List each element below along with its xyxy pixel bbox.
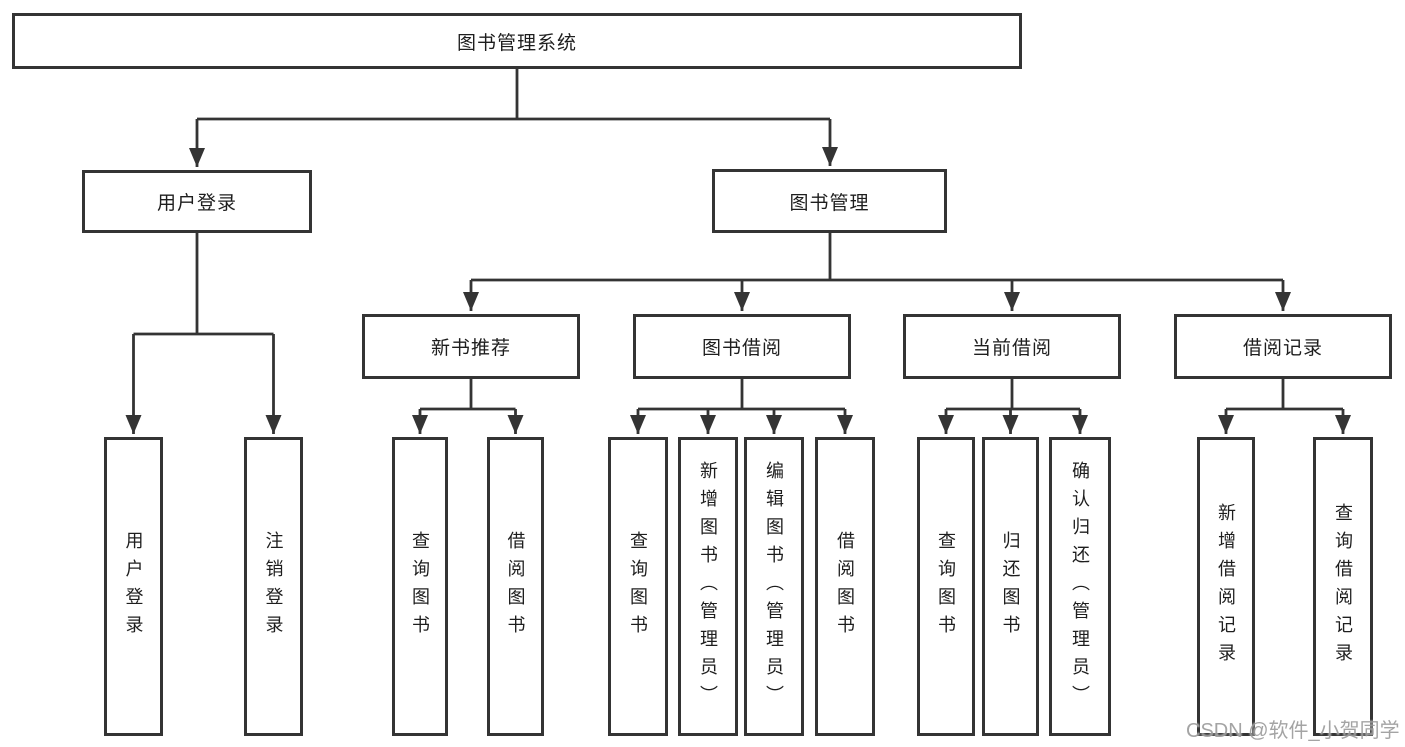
- leaf-query-books-current-label: 查询图书: [936, 530, 956, 643]
- leaf-borrow-books-label: 借阅图书: [835, 530, 855, 643]
- leaf-query-books-borrowing: 查询图书: [608, 437, 668, 736]
- leaf-query-books-current: 查询图书: [917, 437, 975, 736]
- leaf-add-books-admin-label: 新增图书（管理员）: [698, 460, 718, 713]
- leaf-borrow-books: 借阅图书: [815, 437, 875, 736]
- node-book-management: 图书管理: [712, 169, 947, 233]
- node-borrowing-records: 借阅记录: [1174, 314, 1392, 379]
- leaf-query-borrow-record-label: 查询借阅记录: [1333, 502, 1353, 671]
- leaf-user-login: 用户登录: [104, 437, 163, 736]
- leaf-edit-books-admin: 编辑图书（管理员）: [744, 437, 804, 736]
- node-user-login: 用户登录: [82, 170, 312, 233]
- csdn-watermark: CSDN @软件_小贺同学: [1186, 720, 1400, 742]
- leaf-query-books-borrowing-label: 查询图书: [628, 530, 648, 643]
- leaf-query-books-recommend: 查询图书: [392, 437, 448, 736]
- leaf-borrow-books-recommend-label: 借阅图书: [505, 530, 526, 643]
- node-current-borrowing: 当前借阅: [903, 314, 1121, 379]
- leaf-borrow-books-recommend: 借阅图书: [487, 437, 544, 736]
- leaf-return-books-label: 归还图书: [1000, 530, 1021, 643]
- leaf-logout-login-label: 注销登录: [263, 530, 284, 643]
- node-book-borrowing: 图书借阅: [633, 314, 851, 379]
- leaf-add-borrow-record-label: 新增借阅记录: [1216, 502, 1236, 671]
- leaf-return-books: 归还图书: [982, 437, 1039, 736]
- leaf-user-login-label: 用户登录: [123, 530, 144, 643]
- leaf-add-books-admin: 新增图书（管理员）: [678, 437, 738, 736]
- leaf-query-books-recommend-label: 查询图书: [410, 530, 430, 643]
- node-new-book-recommendation: 新书推荐: [362, 314, 580, 379]
- leaf-query-borrow-record: 查询借阅记录: [1313, 437, 1373, 736]
- leaf-logout-login: 注销登录: [244, 437, 303, 736]
- leaf-edit-books-admin-label: 编辑图书（管理员）: [764, 460, 784, 713]
- node-library-management-system: 图书管理系统: [12, 13, 1022, 69]
- leaf-confirm-return-admin: 确认归还（管理员）: [1049, 437, 1111, 736]
- leaf-add-borrow-record: 新增借阅记录: [1197, 437, 1255, 736]
- leaf-confirm-return-admin-label: 确认归还（管理员）: [1070, 460, 1090, 713]
